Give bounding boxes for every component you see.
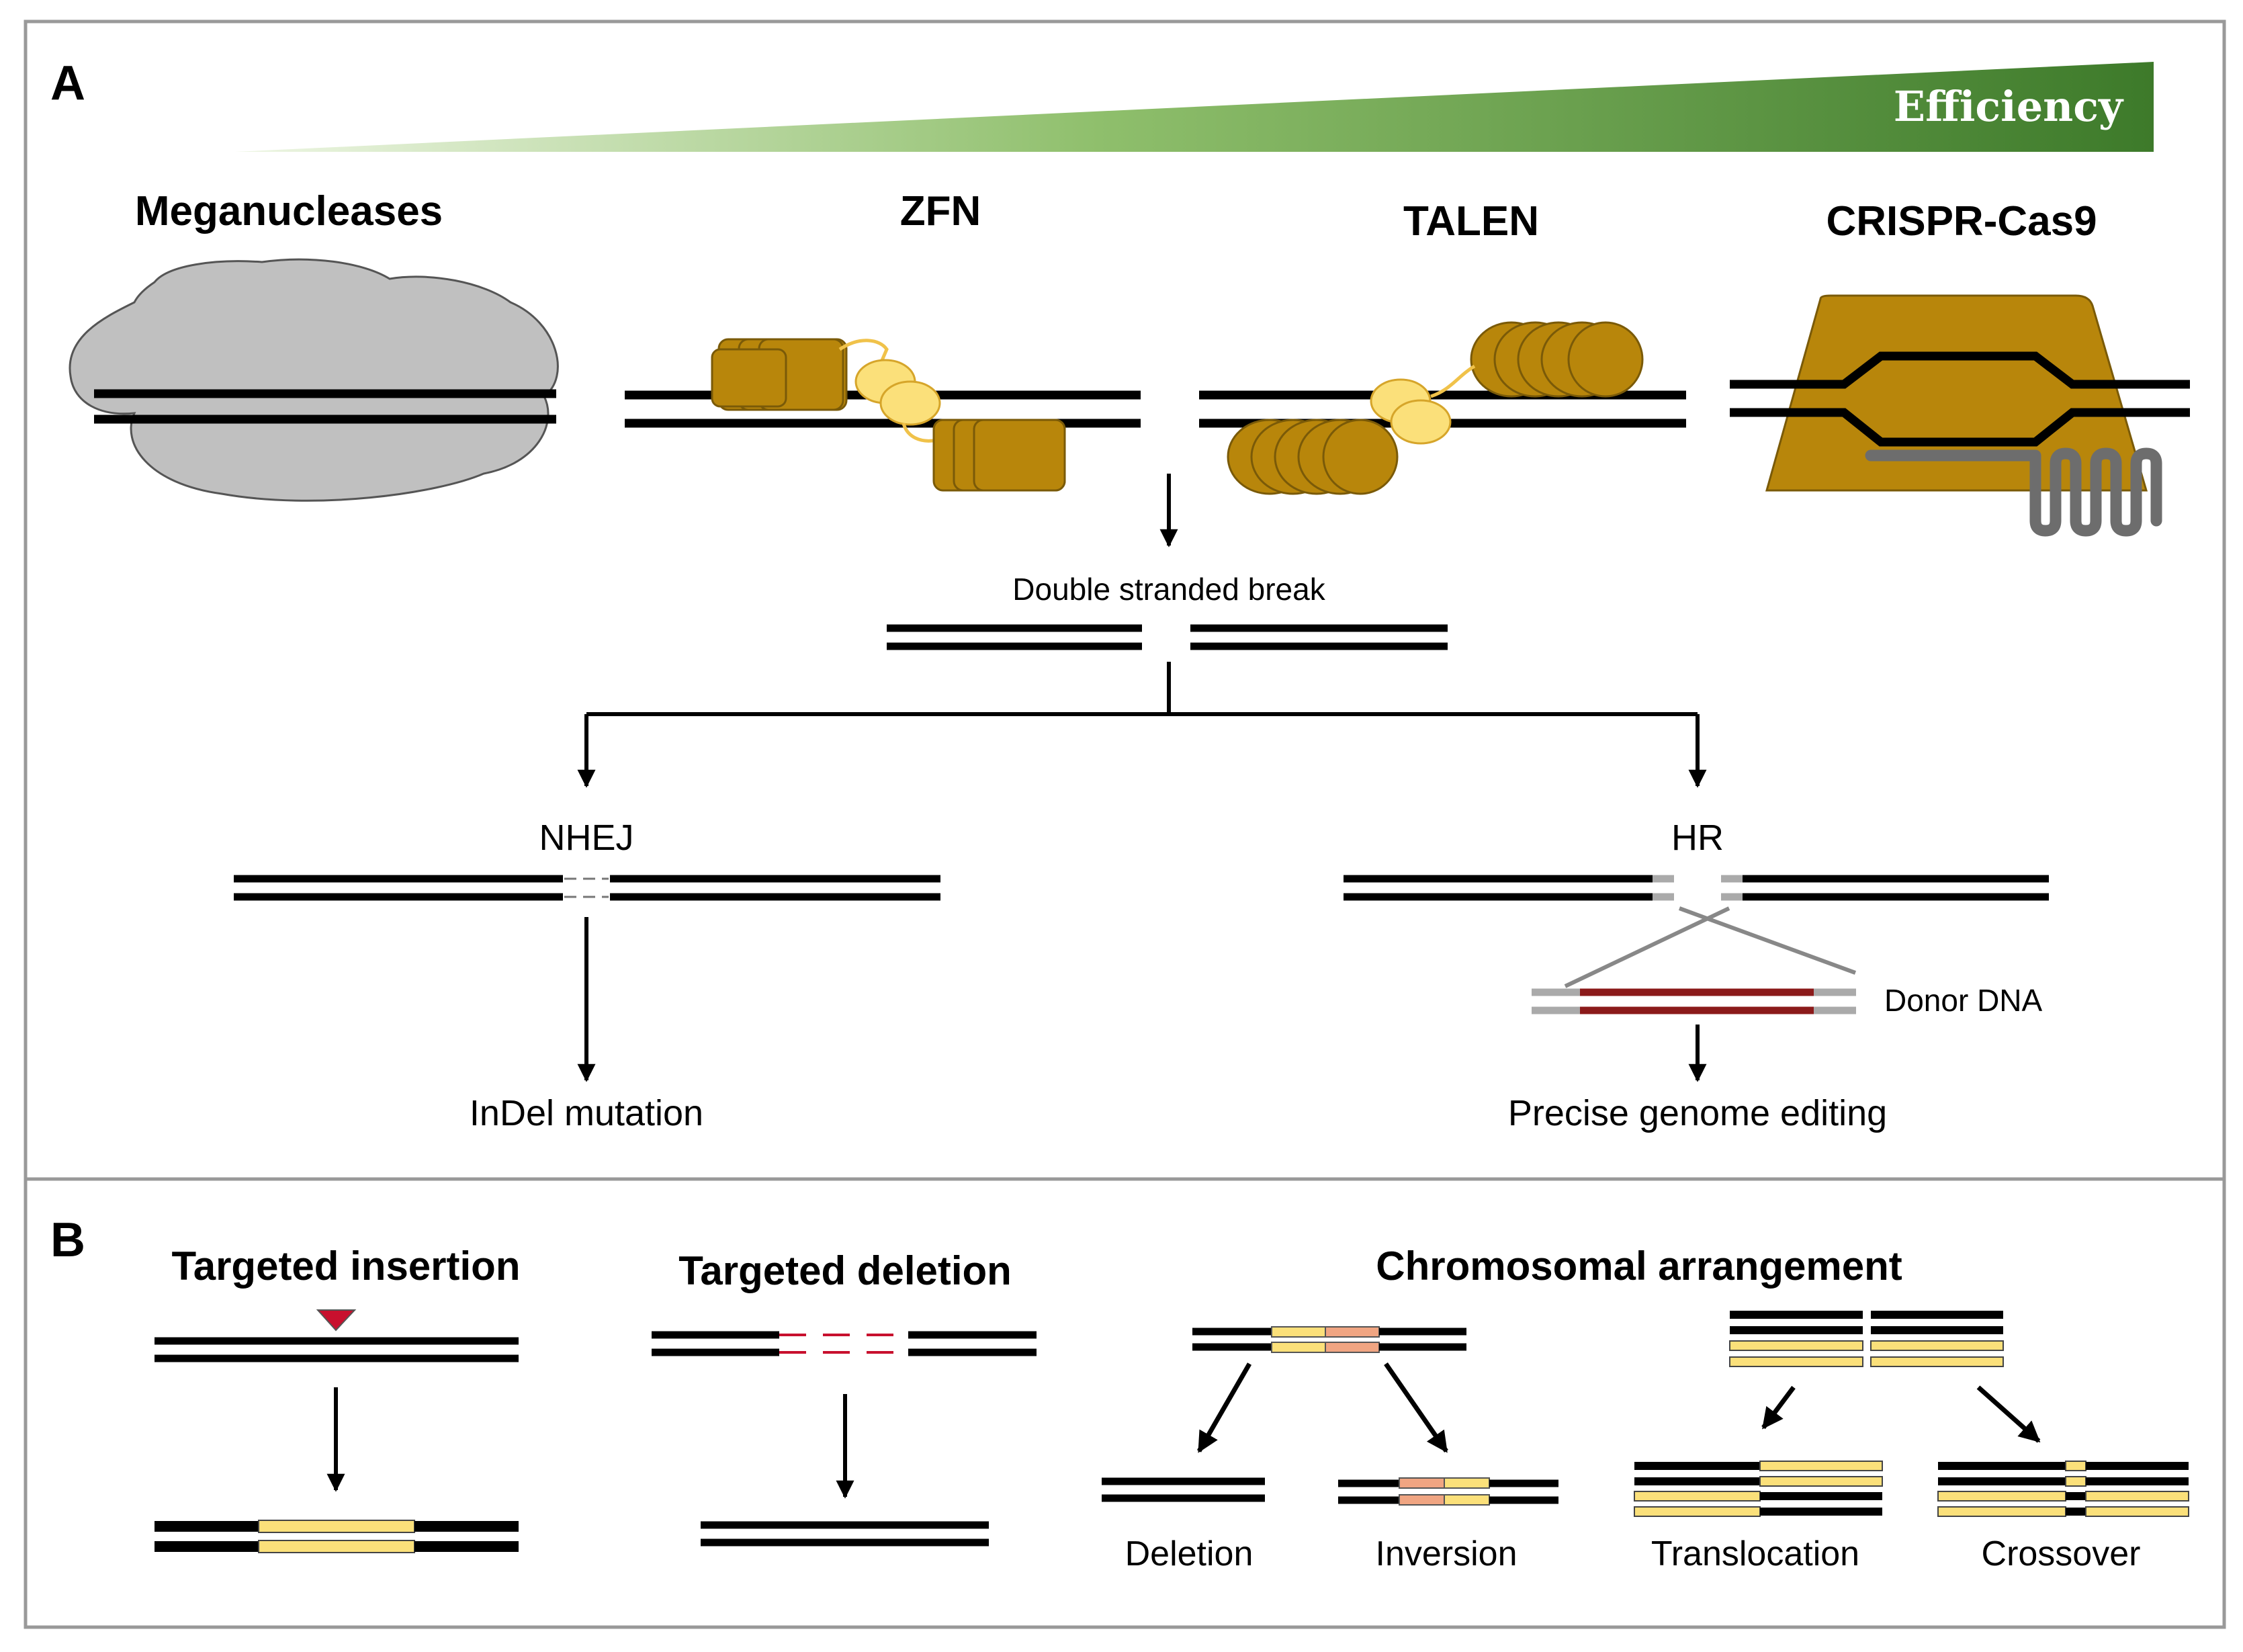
dsb-dna: [887, 624, 1448, 650]
deletion-label: Deletion: [1125, 1534, 1254, 1573]
translocation-source-dna: [1729, 1311, 2041, 1443]
donor-dna-label: Donor DNA: [1884, 983, 2043, 1018]
precise-genome-editing-label: Precise genome editing: [1508, 1093, 1887, 1133]
panel-b-letter: B: [50, 1213, 85, 1267]
crossover-label: Crossover: [1982, 1534, 2141, 1573]
meganucleases-title: Meganucleases: [135, 188, 443, 234]
efficiency-label: Efficiency: [1894, 82, 2124, 131]
double-stranded-break-label: Double stranded break: [1012, 572, 1325, 607]
panel-a-frame: [24, 19, 2226, 1181]
targeted-deletion-title: Targeted deletion: [678, 1248, 1012, 1293]
crossover-result: [1937, 1461, 2189, 1517]
panel-a-letter: A: [50, 56, 85, 110]
arrangement-source-dna: [1192, 1326, 1466, 1453]
talen-illustration: [1199, 321, 1686, 495]
branch-connector: [577, 662, 1707, 788]
nhej-dna: [234, 875, 940, 901]
targeted-deletion-illustration: [652, 1331, 1037, 1547]
meganuclease-illustration: [69, 258, 559, 502]
targeted-insertion-title: Targeted insertion: [172, 1244, 521, 1289]
crispr-title: CRISPR-Cas9: [1826, 198, 2097, 245]
targeted-insertion-illustration: [155, 1309, 519, 1553]
nhej-label: NHEJ: [539, 818, 633, 858]
translocation-result: [1634, 1461, 1883, 1517]
translocation-label: Translocation: [1651, 1534, 1859, 1573]
chromosomal-arrangement-title: Chromosomal arrangement: [1376, 1244, 1902, 1289]
indel-mutation-label: InDel mutation: [470, 1093, 703, 1133]
deletion-result: [1102, 1477, 1265, 1502]
inversion-label: Inversion: [1376, 1534, 1518, 1573]
hr-dna: [1344, 875, 2049, 988]
inversion-result: [1338, 1477, 1558, 1506]
crispr-cas9-illustration: [1730, 294, 2190, 537]
zfn-title: ZFN: [900, 188, 981, 234]
talen-title: TALEN: [1403, 198, 1539, 245]
donor-dna: [1532, 988, 1856, 1014]
zfn-illustration: [625, 338, 1141, 492]
hr-label: HR: [1671, 818, 1724, 858]
efficiency-wedge: [235, 62, 2154, 152]
